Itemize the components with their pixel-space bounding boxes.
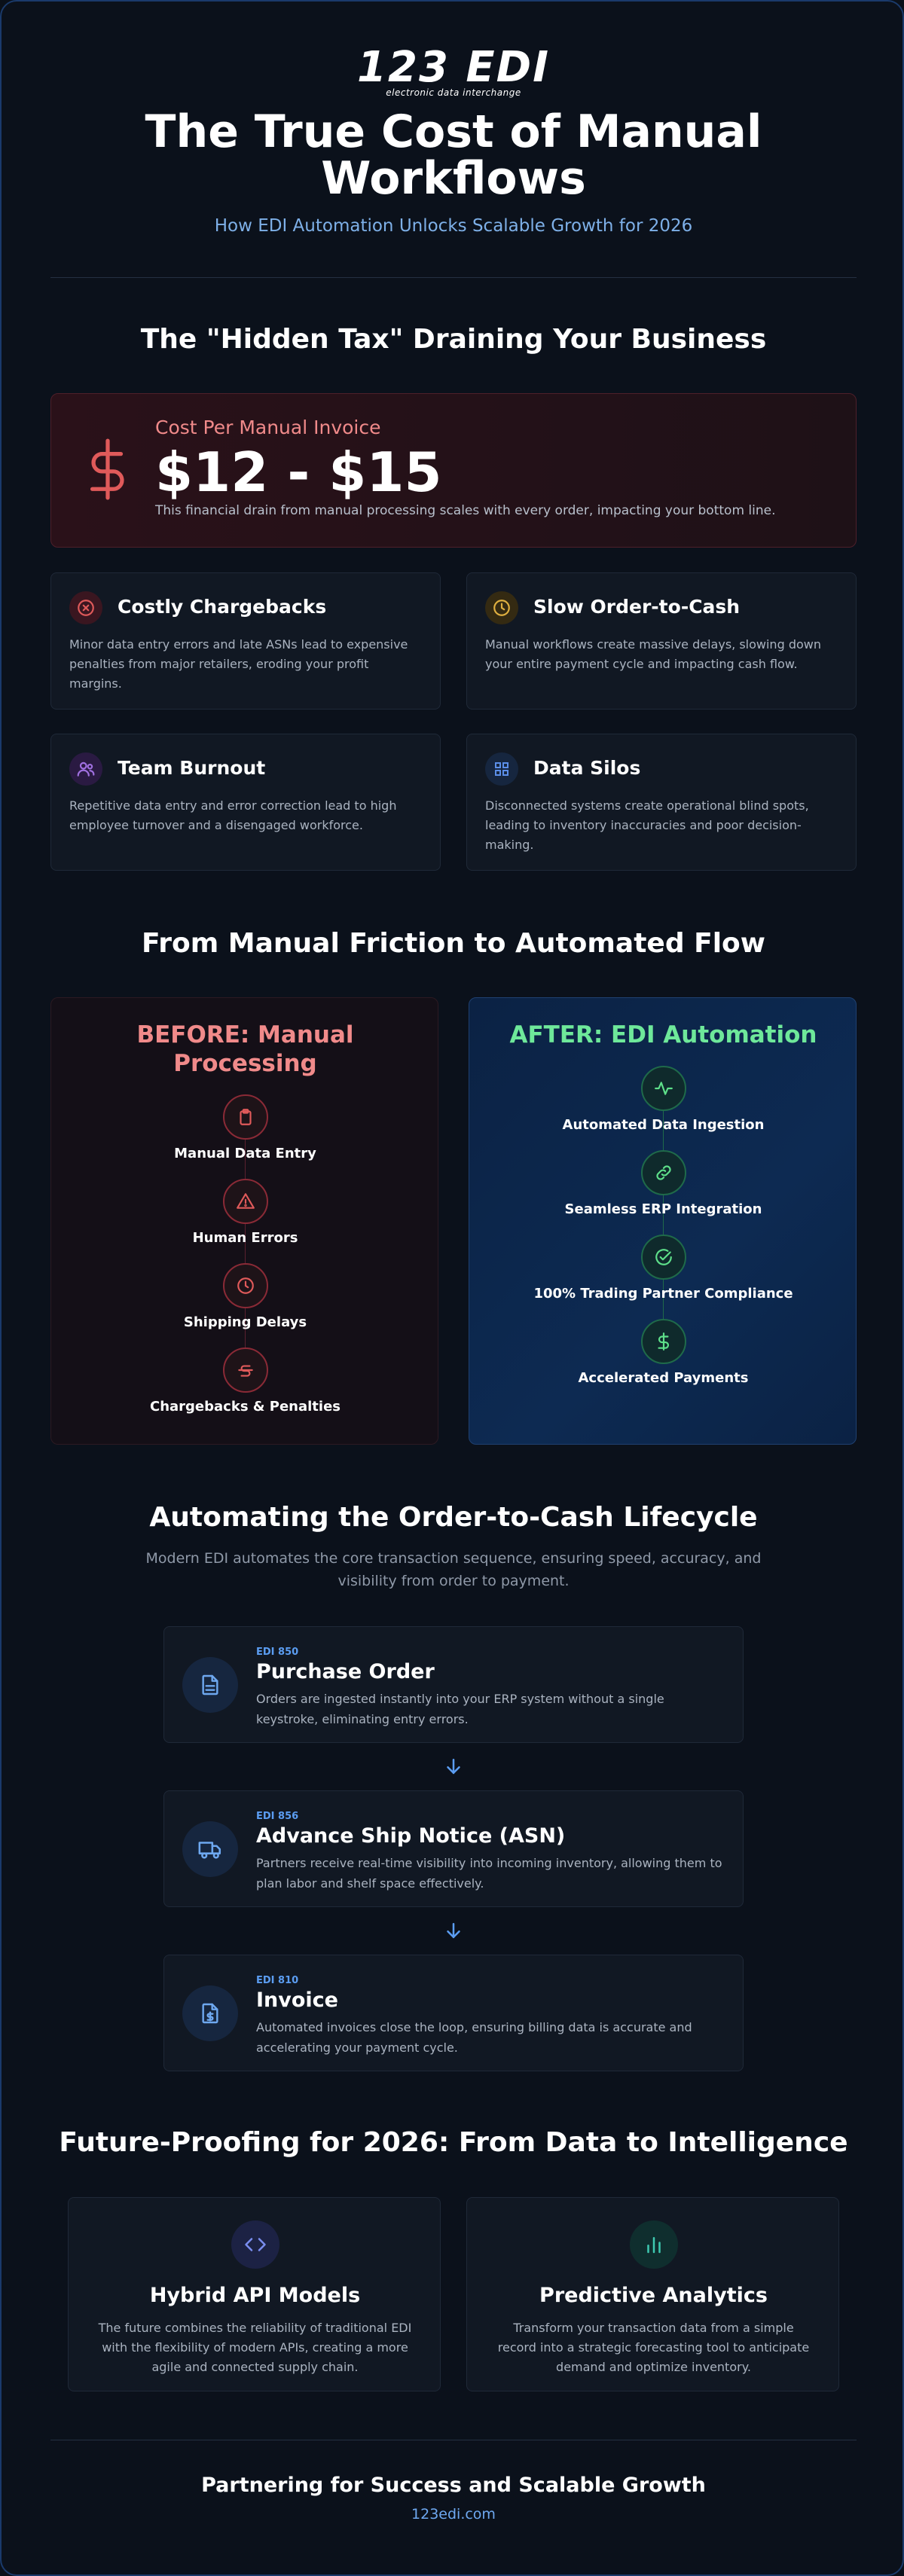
future-card-description: Transform your transaction data from a s… xyxy=(497,2321,810,2374)
cost-label: Cost Per Manual Invoice xyxy=(155,417,381,438)
lifecycle-step-asn: EDI 856 Advance Ship Notice (ASN) Partne… xyxy=(163,1790,744,1907)
footer-link[interactable]: 123edi.com xyxy=(411,2506,496,2523)
truck-icon xyxy=(182,1821,238,1877)
comparison-title: From Manual Friction to Automated Flow xyxy=(141,928,766,959)
arrow-down-icon xyxy=(442,1919,465,1942)
logo-subtitle: electronic data interchange xyxy=(386,87,521,98)
card-description: Disconnected systems create operational … xyxy=(485,798,809,852)
step-description: Partners receive real-time visibility in… xyxy=(256,1856,722,1891)
invoice-icon xyxy=(182,1985,238,2041)
lifecycle-title: Automating the Order-to-Cash Lifecycle xyxy=(149,1502,758,1533)
arrow-down-icon xyxy=(442,1755,465,1778)
card-team-burnout: Team Burnout Repetitive data entry and e… xyxy=(50,734,441,871)
lifecycle-step-purchase-order: EDI 850 Purchase Order Orders are ingest… xyxy=(163,1626,744,1743)
future-card-title: Predictive Analytics xyxy=(539,2284,768,2307)
card-description: Minor data entry errors and late ASNs le… xyxy=(69,637,408,691)
footer-title: Partnering for Success and Scalable Grow… xyxy=(201,2474,706,2497)
card-slow-order-to-cash: Slow Order-to-Cash Manual workflows crea… xyxy=(466,572,857,710)
step-title: Advance Ship Notice (ASN) xyxy=(256,1824,566,1848)
clipboard-icon xyxy=(223,1094,268,1140)
before-step: Chargebacks & Penalties xyxy=(150,1399,341,1415)
clock-icon xyxy=(223,1263,268,1308)
step-title: Purchase Order xyxy=(256,1660,435,1683)
link-icon xyxy=(641,1150,686,1195)
x-circle-icon xyxy=(69,591,102,624)
check-circle-icon xyxy=(641,1235,686,1280)
card-costly-chargebacks: Costly Chargebacks Minor data entry erro… xyxy=(50,572,441,710)
card-data-silos: Data Silos Disconnected systems create o… xyxy=(466,734,857,871)
after-step: Accelerated Payments xyxy=(578,1370,749,1386)
activity-icon xyxy=(641,1066,686,1111)
clock-icon xyxy=(485,591,518,624)
bar-chart-icon xyxy=(630,2220,678,2269)
future-card-description: The future combines the reliability of t… xyxy=(98,2321,412,2374)
after-connector xyxy=(663,1091,664,1340)
lifecycle-subtitle: Modern EDI automates the core transactio… xyxy=(145,1550,762,1589)
card-description: Manual workflows create massive delays, … xyxy=(485,637,821,671)
future-card-hybrid-api: Hybrid API Models The future combines th… xyxy=(68,2197,441,2391)
edi-code: EDI 850 xyxy=(256,1647,299,1658)
future-card-title: Hybrid API Models xyxy=(149,2284,361,2307)
logo-mark: 123 EDI xyxy=(357,43,550,92)
before-panel: BEFORE: Manual Processing Manual Data En… xyxy=(50,997,438,1445)
lifecycle-step-invoice: EDI 810 Invoice Automated invoices close… xyxy=(163,1955,744,2071)
page-subtitle: How EDI Automation Unlocks Scalable Grow… xyxy=(214,216,693,236)
card-description: Repetitive data entry and error correcti… xyxy=(69,798,397,832)
after-panel: AFTER: EDI Automation Automated Data Ing… xyxy=(469,997,857,1445)
before-connector xyxy=(245,1120,246,1369)
before-step: Shipping Delays xyxy=(183,1314,307,1330)
after-step: Seamless ERP Integration xyxy=(564,1201,762,1217)
before-step: Human Errors xyxy=(192,1230,298,1246)
warning-icon xyxy=(223,1179,268,1224)
future-title: Future-Proofing for 2026: From Data to I… xyxy=(59,2127,848,2158)
card-title: Team Burnout xyxy=(118,757,266,779)
before-title: BEFORE: Manual Processing xyxy=(136,1021,354,1077)
cost-description: This financial drain from manual process… xyxy=(155,503,776,518)
edi-code: EDI 810 xyxy=(256,1975,299,1986)
dollar-icon xyxy=(641,1319,686,1364)
logo: 123 EDI electronic data interchange xyxy=(2,43,904,99)
step-title: Invoice xyxy=(256,1988,338,2012)
hidden-tax-title: The "Hidden Tax" Draining Your Business xyxy=(140,324,767,355)
after-step: 100% Trading Partner Compliance xyxy=(533,1286,793,1302)
users-icon xyxy=(69,752,102,786)
strikethrough-dollar-icon xyxy=(223,1348,268,1393)
step-description: Orders are ingested instantly into your … xyxy=(256,1692,664,1726)
cost-card: Cost Per Manual Invoice $12 - $15 This f… xyxy=(50,393,857,548)
code-icon xyxy=(231,2220,279,2269)
cost-value: $12 - $15 xyxy=(155,441,442,504)
step-description: Automated invoices close the loop, ensur… xyxy=(256,2020,692,2055)
after-step: Automated Data Ingestion xyxy=(562,1117,765,1133)
divider xyxy=(50,277,857,278)
grid-icon xyxy=(485,752,518,786)
document-icon xyxy=(182,1657,238,1713)
card-title: Costly Chargebacks xyxy=(118,596,327,618)
card-title: Slow Order-to-Cash xyxy=(533,596,741,618)
before-step: Manual Data Entry xyxy=(174,1146,316,1161)
dollar-icon xyxy=(81,435,134,503)
after-title: AFTER: EDI Automation xyxy=(509,1021,817,1048)
page-title: The True Cost of Manual Workflows xyxy=(145,105,762,205)
card-title: Data Silos xyxy=(533,757,641,779)
edi-code: EDI 856 xyxy=(256,1811,299,1822)
future-card-predictive-analytics: Predictive Analytics Transform your tran… xyxy=(466,2197,839,2391)
